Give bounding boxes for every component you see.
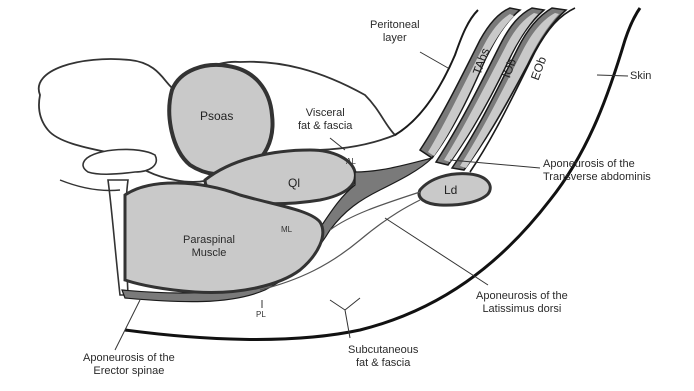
label-subcutaneous-fat-fascia: Subcutaneous fat & fascia — [348, 344, 418, 370]
label-ml: ML — [281, 225, 292, 234]
label-aponeurosis-latissimus: Aponeurosis of the Latissimus dorsi — [476, 290, 568, 316]
label-pl: PL — [256, 310, 266, 319]
label-al: AL — [346, 157, 356, 166]
label-peritoneal-layer: Peritoneal layer — [370, 19, 420, 45]
label-eob: EOb — [529, 55, 549, 82]
label-aponeurosis-erector: Aponeurosis of the Erector spinae — [83, 352, 175, 378]
label-ld: Ld — [444, 184, 457, 197]
label-visceral-fat-fascia: Visceral fat & fascia — [298, 107, 352, 133]
label-tabs: TAbs — [471, 47, 492, 77]
label-skin: Skin — [630, 70, 651, 83]
label-iob: IOb — [500, 57, 519, 80]
label-ql: Ql — [288, 177, 300, 190]
label-psoas: Psoas — [200, 110, 233, 123]
label-aponeurosis-transverse: Aponeurosis of the Transverse abdominis — [543, 158, 651, 184]
label-paraspinal-muscle: Paraspinal Muscle — [183, 234, 235, 260]
